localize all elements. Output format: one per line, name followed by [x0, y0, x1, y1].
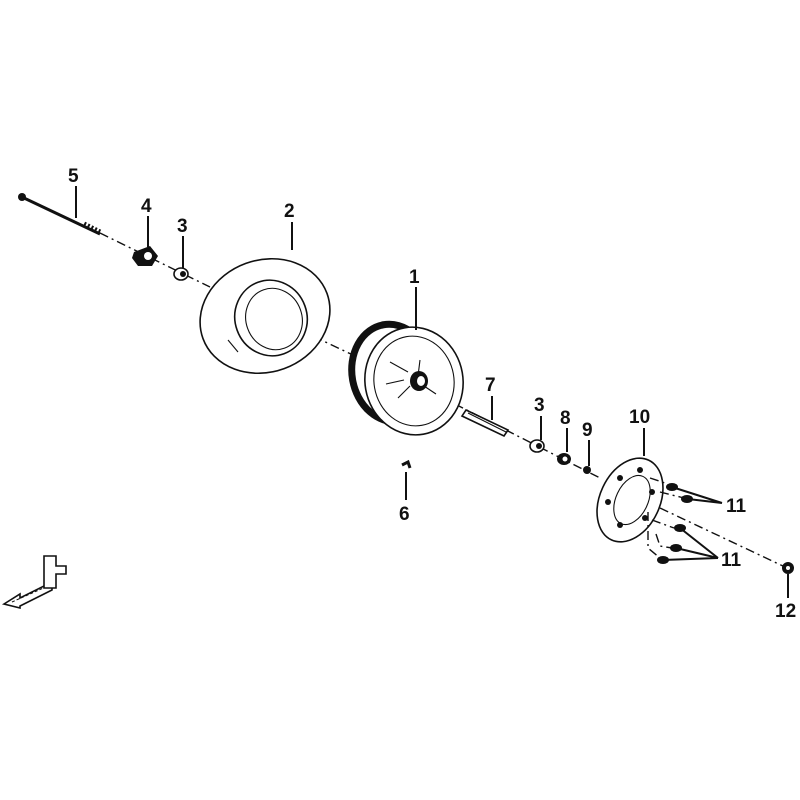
callout-8: 8	[560, 408, 571, 429]
callout-labels: 1 2 3 4 5 6 7 3 8 9 10 11 11 12	[68, 166, 796, 622]
speedometer-gear	[132, 246, 158, 266]
collar	[460, 408, 510, 438]
callout-3-right: 3	[534, 395, 545, 416]
callout-6: 6	[399, 504, 410, 525]
bearing-right	[529, 439, 545, 453]
callout-7: 7	[485, 375, 496, 396]
axle-nut	[782, 562, 794, 574]
callout-3-left: 3	[177, 216, 188, 237]
callout-11-upper: 11	[726, 496, 747, 517]
brake-disc	[596, 457, 664, 543]
bearing-left	[173, 267, 189, 281]
callout-4: 4	[141, 196, 152, 217]
axle-bolt	[18, 193, 102, 236]
leader-lines	[75, 186, 789, 598]
valve	[401, 459, 412, 469]
washer	[583, 466, 591, 474]
front-marker-letter: F	[52, 580, 53, 582]
callout-12: 12	[775, 601, 796, 622]
tire	[199, 257, 331, 375]
oil-seal	[557, 453, 571, 465]
callout-1: 1	[409, 267, 420, 288]
callout-5: 5	[68, 166, 79, 187]
callout-2: 2	[284, 201, 295, 222]
front-direction-marker: F	[1, 555, 67, 610]
callout-10: 10	[629, 407, 650, 428]
callout-11-lower: 11	[721, 550, 742, 571]
callout-9: 9	[582, 420, 593, 441]
wheel-rim	[348, 320, 464, 436]
